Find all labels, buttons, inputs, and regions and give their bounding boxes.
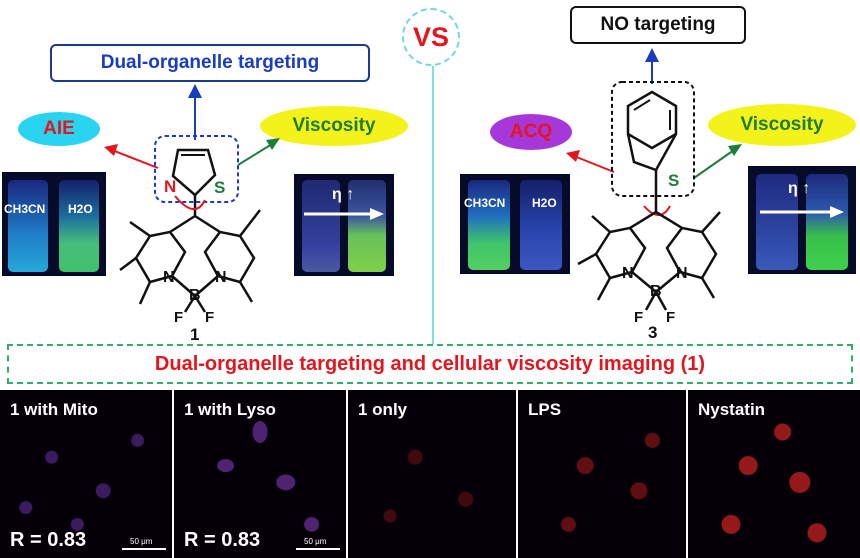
vs-text: VS	[412, 21, 450, 52]
viscosity-arrow-left	[304, 208, 384, 220]
vial-low-viscosity-left	[302, 180, 340, 272]
panel-nystatin-label: Nystatin	[698, 400, 766, 419]
panel-1-only-label: 1 only	[358, 400, 408, 419]
vial-label-ch3cn-right: CH3CN	[464, 196, 506, 210]
left-n-atom-thiazole: N	[164, 177, 176, 196]
right-n-atom-1: N	[622, 265, 634, 282]
panel-lps: LPS	[518, 390, 686, 558]
right-f-atom-1: F	[634, 309, 643, 326]
vial-ch3cn-right	[468, 180, 510, 270]
acq-pill: ACQ	[490, 114, 572, 150]
right-targeting-text: NO targeting	[600, 14, 716, 35]
right-n-atom-2: N	[676, 265, 688, 282]
panel-mito-r-value: R = 0.83	[10, 529, 87, 551]
left-viscosity-text: Viscosity	[292, 115, 376, 136]
panel-mito-scale-label: 50 μm	[130, 537, 153, 546]
viscosity-arrow-right	[760, 206, 844, 218]
right-f-atom-2: F	[666, 309, 675, 326]
left-solvent-vials-photo: CH3CN H2O	[2, 172, 106, 276]
panel-mito-scale-bar	[122, 548, 166, 550]
vial-high-viscosity-right	[806, 174, 848, 270]
panel-lyso-r-value: R = 0.83	[184, 529, 261, 551]
left-n-atom-2: N	[215, 269, 227, 286]
compound-number-1: 1	[190, 325, 199, 344]
left-s-atom: S	[214, 178, 225, 197]
panel-lyso-scale-bar	[296, 548, 340, 550]
vial-h2o-right	[520, 180, 562, 270]
left-viscosity-vials-photo: η ↑	[294, 174, 394, 276]
compound-number-3: 3	[648, 323, 657, 342]
aie-text: AIE	[43, 118, 75, 139]
right-viscosity-text: Viscosity	[740, 114, 824, 135]
panel-mito-label: 1 with Mito	[10, 400, 98, 419]
vial-label-h2o-left: H2O	[68, 202, 93, 216]
left-n-atom-1: N	[163, 269, 175, 286]
right-s-atom: S	[668, 171, 679, 190]
panel-lps-label: LPS	[528, 400, 562, 419]
panel-lyso: 1 with Lyso R = 0.83 50 μm	[174, 390, 346, 558]
viscosity-eta-left: η ↑	[332, 186, 355, 203]
panel-lyso-label: 1 with Lyso	[184, 400, 276, 419]
left-f-atom-2: F	[205, 309, 214, 326]
panel-nystatin: Nystatin	[688, 390, 860, 558]
vial-h2o-left	[59, 180, 99, 272]
acq-text: ACQ	[509, 121, 553, 142]
panel-mito: 1 with Mito R = 0.83 50 μm	[0, 390, 172, 558]
left-targeting-box: Dual-organelle targeting	[50, 44, 370, 82]
right-viscosity-vials-photo: η ↑	[748, 166, 856, 274]
vial-label-h2o-right: H2O	[532, 196, 557, 210]
right-b-atom: B	[650, 283, 662, 300]
imaging-banner-text: Dual-organelle targeting and cellular vi…	[154, 352, 706, 375]
panel-lyso-scale-label: 50 μm	[304, 537, 327, 546]
vs-badge: VS	[402, 8, 460, 66]
panel-1-only: 1 only	[348, 390, 516, 558]
imaging-banner: Dual-organelle targeting and cellular vi…	[7, 344, 853, 384]
left-b-atom: B	[189, 287, 201, 304]
left-viscosity-pill: Viscosity	[260, 106, 408, 146]
aie-pill: AIE	[18, 112, 100, 146]
vial-ch3cn-left	[8, 180, 48, 272]
viscosity-eta-right: η ↑	[788, 180, 811, 197]
left-targeting-text: Dual-organelle targeting	[100, 52, 320, 73]
vial-high-viscosity-left	[348, 180, 386, 272]
left-f-atom-1: F	[174, 309, 183, 326]
right-targeting-box: NO targeting	[570, 6, 746, 44]
right-viscosity-pill: Viscosity	[708, 104, 856, 146]
vial-label-ch3cn-left: CH3CN	[4, 202, 46, 216]
vial-low-viscosity-right	[756, 174, 798, 270]
right-solvent-vials-photo: CH3CN H2O	[460, 174, 570, 274]
